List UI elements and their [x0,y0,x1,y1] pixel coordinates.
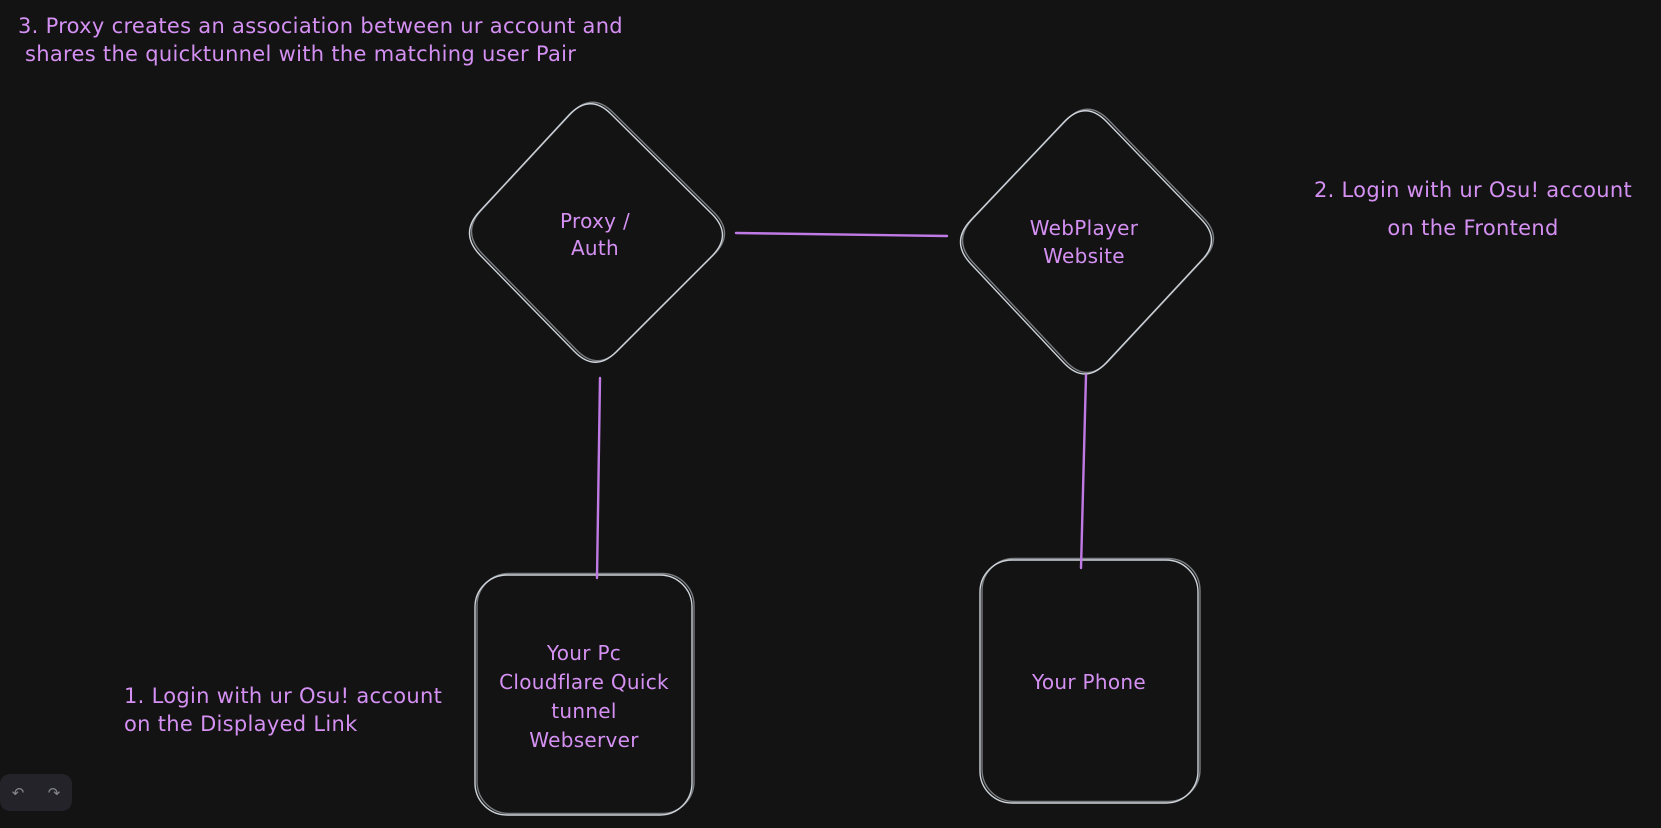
undo-icon: ↶ [11,783,25,802]
undo-button[interactable]: ↶ [4,779,32,807]
label-pc-cloudflare-tunnel[interactable]: Your Pc Cloudflare Quick tunnel Webserve… [499,641,669,752]
label-webplayer-website[interactable]: WebPlayer Website [1029,216,1139,268]
connector-proxy-to-webplayer[interactable] [734,231,949,238]
connector-webplayer-to-phone[interactable] [1079,373,1088,570]
label-your-phone[interactable]: Your Phone [1031,670,1146,694]
connector-proxy-to-pc[interactable] [595,376,602,580]
redo-icon: ↷ [47,783,61,802]
diamond-webplayer-website[interactable] [959,108,1215,375]
label-proxy-auth[interactable]: Proxy / Auth [560,209,630,260]
diamond-proxy-auth[interactable] [468,101,726,363]
rect-pc-tunnel[interactable] [474,572,695,816]
rect-phone[interactable] [979,557,1201,804]
undo-redo-island: ↶ ↷ [0,774,72,811]
annotation-step-3[interactable]: 3. Proxy creates an association between … [18,14,623,66]
redo-button[interactable]: ↷ [40,779,68,807]
annotation-step-1[interactable]: 1. Login with ur Osu! account on the Dis… [124,684,443,736]
annotation-step-2[interactable]: 2. Login with ur Osu! account on the Fro… [1313,178,1633,240]
